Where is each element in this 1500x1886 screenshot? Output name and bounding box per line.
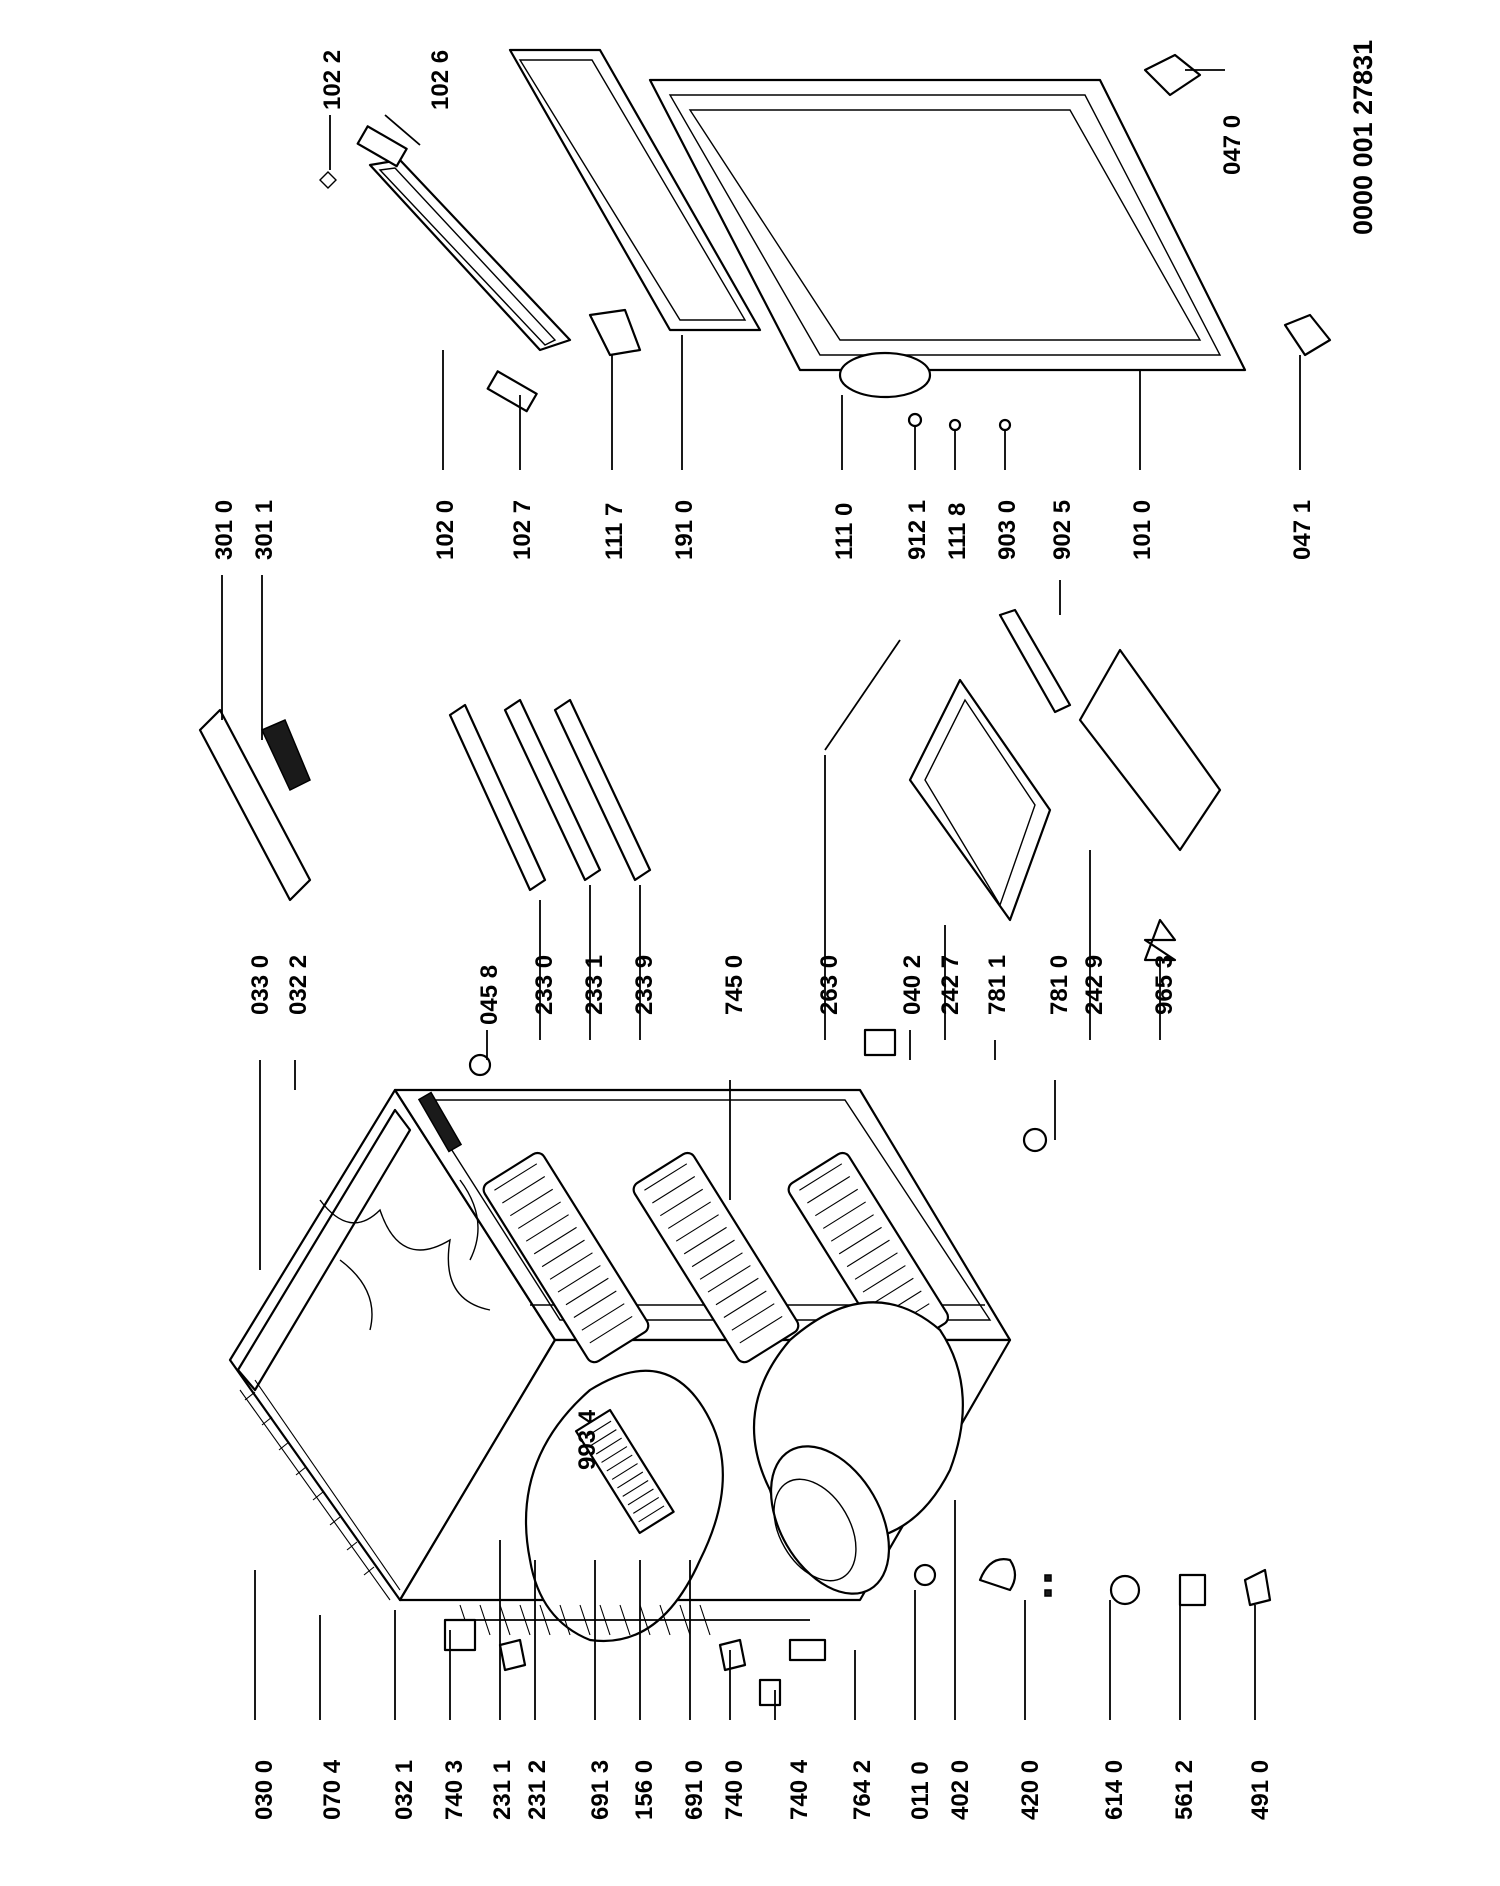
label-047-1: 047 1: [1289, 500, 1316, 560]
label-033-0: 033 0: [247, 955, 274, 1015]
labels-right: 301 0 301 1 102 0 102 7 111 7 191 0 111 …: [211, 500, 1316, 560]
door-top-seal: [508, 48, 762, 332]
label-491-0: 491 0: [1247, 1760, 1274, 1820]
label-102-7: 102 7: [509, 500, 536, 560]
label-420-0: 420 0: [1017, 1760, 1044, 1820]
worktop-grill: [239, 1379, 401, 1601]
label-156-0: 156 0: [631, 1760, 658, 1820]
label-231-1: 231 1: [489, 1760, 516, 1820]
leader-lines: [221, 69, 1301, 1720]
rear-components: [445, 1301, 964, 1643]
label-233-0: 233 0: [531, 955, 558, 1015]
label-102-0: 102 0: [432, 500, 459, 560]
label-111-7: 111 7: [601, 503, 628, 560]
label-102-6: 102 6: [427, 50, 454, 110]
label-030-0: 030 0: [251, 1760, 278, 1820]
middle-parts: [448, 608, 1222, 1153]
label-242-7: 242 7: [937, 955, 964, 1015]
document-number: 0000 001 27831: [1348, 40, 1378, 235]
label-740-0: 740 0: [721, 1760, 748, 1820]
lower-parts: [443, 1558, 1272, 1707]
label-111-8: 111 8: [944, 503, 971, 560]
label-191-0: 191 0: [671, 500, 698, 560]
label-231-2: 231 2: [524, 1760, 551, 1820]
label-011-0: 011 0: [907, 1761, 934, 1820]
label-233-9: 233 9: [631, 955, 658, 1015]
cabinet-shelves: [482, 1151, 950, 1364]
labels-mid: 033 0 032 2 045 8 233 0 233 1 233 9 745 …: [247, 955, 1178, 1025]
labels-top: 102 2 102 6 047 0: [319, 50, 1246, 175]
label-912-1: 912 1: [904, 500, 931, 560]
label-301-0: 301 0: [211, 500, 238, 560]
right-upper-parts: [198, 53, 1332, 902]
label-242-9: 242 9: [1081, 955, 1108, 1015]
label-301-1: 301 1: [251, 500, 278, 560]
label-740-4: 740 4: [786, 1759, 813, 1820]
label-111-0: 111 0: [831, 503, 858, 560]
label-781-0: 781 0: [1046, 955, 1073, 1015]
label-781-1: 781 1: [984, 955, 1011, 1015]
label-263-0: 263 0: [816, 955, 843, 1015]
label-965-3: 965 3: [1151, 955, 1178, 1015]
label-764-2: 764 2: [849, 1760, 876, 1820]
door-handle: [838, 351, 932, 399]
label-032-2: 032 2: [285, 955, 312, 1015]
label-070-4: 070 4: [319, 1759, 346, 1820]
label-032-1: 032 1: [391, 1760, 418, 1820]
labels-left: 030 0 070 4 032 1 740 3 231 1 231 2 691 …: [251, 1759, 1274, 1820]
label-047-0: 047 0: [1219, 115, 1246, 175]
label-102-2: 102 2: [319, 50, 346, 110]
label-691-3: 691 3: [587, 1760, 614, 1820]
label-101-0: 101 0: [1129, 500, 1156, 560]
label-903-0: 903 0: [994, 500, 1021, 560]
label-614-0: 614 0: [1101, 1760, 1128, 1820]
door: [648, 78, 1247, 399]
label-045-8: 045 8: [476, 965, 503, 1025]
label-691-0: 691 0: [681, 1760, 708, 1820]
label-402-0: 402 0: [947, 1760, 974, 1820]
label-233-1: 233 1: [581, 955, 608, 1015]
label-561-2: 561 2: [1171, 1760, 1198, 1820]
label-902-5: 902 5: [1049, 500, 1076, 560]
label-040-2: 040 2: [899, 955, 926, 1015]
compressor: [769, 1445, 891, 1595]
label-993-4: 993 4: [574, 1409, 601, 1470]
label-745-0: 745 0: [721, 955, 748, 1015]
label-740-3: 740 3: [441, 1760, 468, 1820]
